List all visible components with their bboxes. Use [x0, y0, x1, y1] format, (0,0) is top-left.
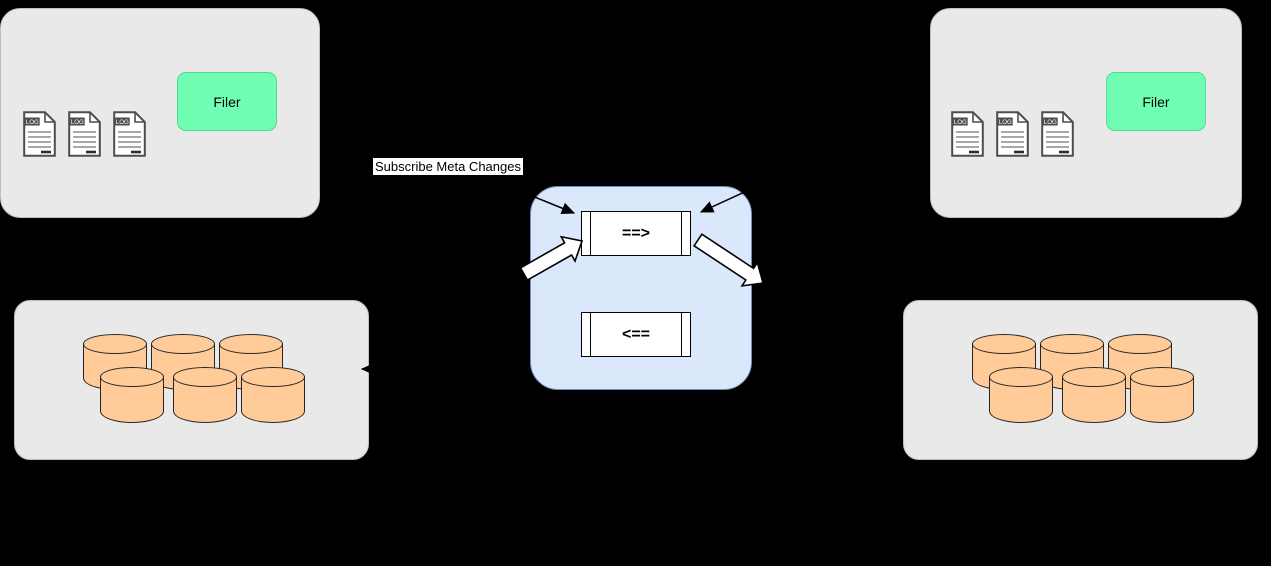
database-cylinder-icon [1130, 367, 1194, 423]
log-file-icon: LOG [996, 111, 1029, 157]
database-cylinder-icon [100, 367, 164, 423]
subscribe-meta-changes-label: Subscribe Meta Changes [373, 158, 523, 175]
database-cylinder-icon [173, 367, 237, 423]
log-file-icon: LOG [1041, 111, 1074, 157]
target-filer-cluster: LOG LOG LOG [930, 8, 1242, 218]
log-file-icon: LOG [951, 111, 984, 157]
log-file-icon: LOG [68, 111, 101, 157]
filer-node-right: Filer [1106, 72, 1206, 131]
forward-stream-box: ==> [581, 211, 691, 256]
log-file-icon: LOG [23, 111, 56, 157]
backward-stream-label: <== [621, 325, 651, 343]
sync-hub: ==> <== [530, 186, 752, 390]
forward-stream-label: ==> [621, 224, 651, 242]
source-store-cluster [14, 300, 369, 460]
log-icon-label: LOG [954, 119, 967, 126]
database-cylinder-icon [989, 367, 1053, 423]
database-cylinder-icon [241, 367, 305, 423]
database-cylinder-icon [1062, 367, 1126, 423]
filer-label: Filer [1142, 93, 1170, 110]
backward-stream-box: <== [581, 312, 691, 357]
log-file-icon: LOG [113, 111, 146, 157]
source-filer-cluster: LOG LOG LOG [0, 8, 320, 218]
target-store-cluster [903, 300, 1258, 460]
log-icon-label: LOG [71, 119, 84, 126]
log-icon-label: LOG [999, 119, 1012, 126]
log-icon-label: LOG [116, 119, 129, 126]
log-icon-label: LOG [1044, 119, 1057, 126]
log-icon-label: LOG [26, 119, 39, 126]
filer-label: Filer [213, 93, 241, 110]
filer-node-left: Filer [177, 72, 277, 131]
